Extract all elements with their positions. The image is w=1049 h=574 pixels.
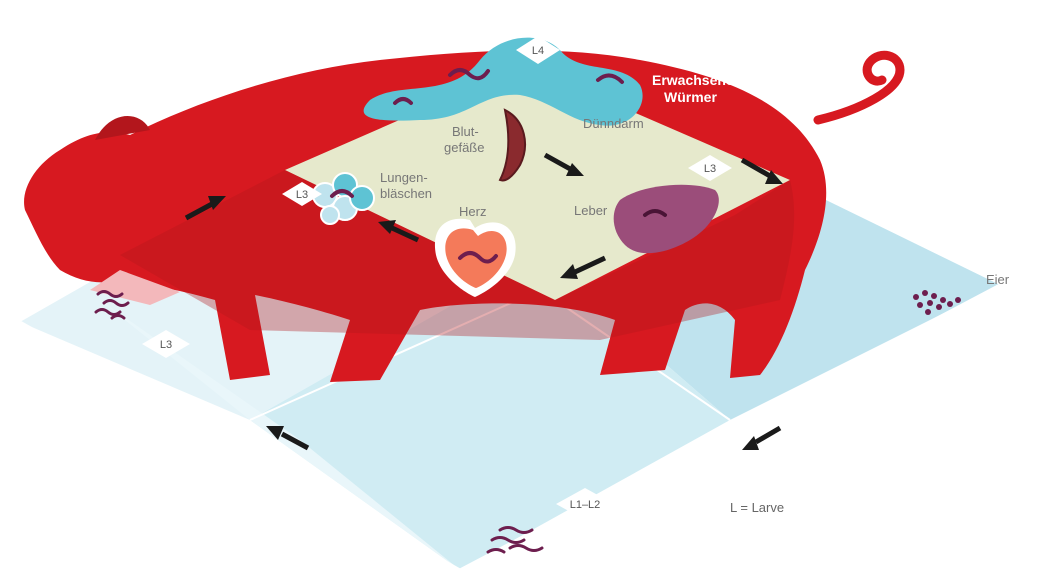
label-lung-line1: Lungen-	[380, 170, 428, 185]
svg-text:L3: L3	[704, 163, 716, 175]
label-eggs: Eier	[986, 272, 1010, 287]
label-liver: Leber	[574, 203, 608, 218]
label-adult-worms-line2: Würmer	[664, 89, 717, 105]
svg-text:L3: L3	[160, 339, 172, 351]
label-small-intestine: Dünndarm	[583, 116, 644, 131]
pig-tail	[818, 55, 900, 120]
svg-text:L1–L2: L1–L2	[570, 499, 601, 511]
legend-larva: L = Larve	[730, 500, 784, 515]
label-lung-line2: bläschen	[380, 186, 432, 201]
svg-text:L3: L3	[296, 189, 308, 201]
label-blood-vessels-line1: Blut-	[452, 124, 479, 139]
label-heart: Herz	[459, 204, 486, 219]
label-blood-vessels-line2: gefäße	[444, 140, 484, 155]
label-adult-worms-line1: Erwachsene	[652, 72, 734, 88]
arrow-eggs-to-larvae	[742, 428, 780, 450]
svg-text:L4: L4	[532, 45, 544, 57]
